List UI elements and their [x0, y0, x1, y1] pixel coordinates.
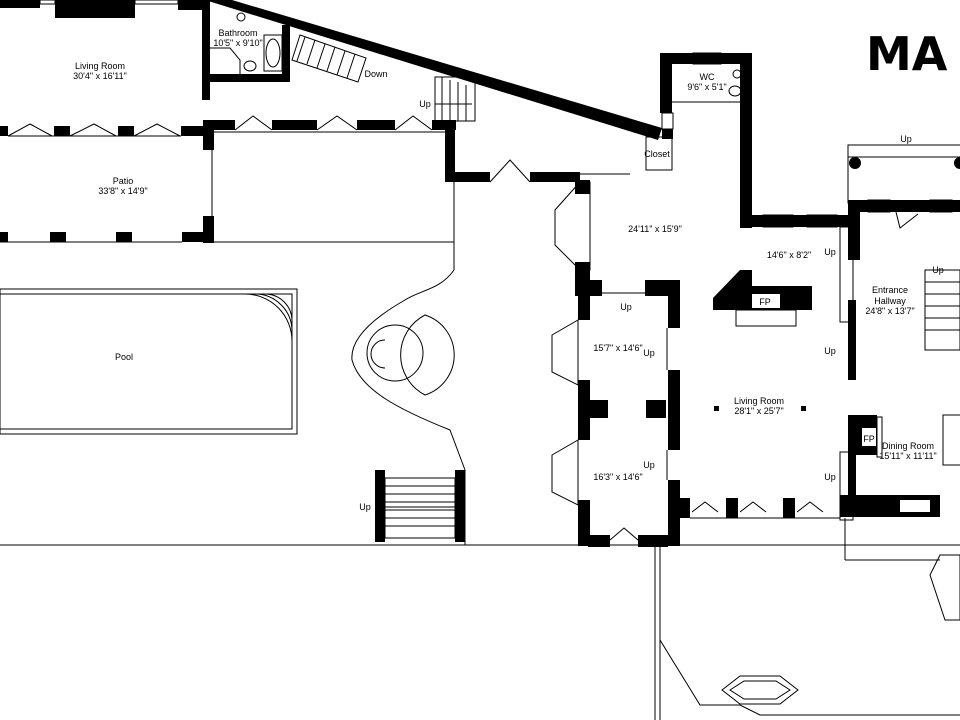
room-size-hall-north: 24'11" x 15'9" — [628, 224, 682, 234]
terrace — [0, 241, 960, 546]
terrace-stairs — [375, 470, 465, 542]
room-size-living-room-main: 28'1" x 25'7" — [734, 406, 783, 416]
room-name-closet: Closet — [644, 149, 670, 159]
room-size-hall-east: 14'6" x 8'2" — [767, 250, 811, 260]
stairs-down — [291, 34, 367, 83]
room-name-pool: Pool — [115, 352, 133, 362]
room-name-wc: WC — [700, 72, 715, 82]
stairs-up-label: Up — [643, 460, 655, 470]
room-name-patio: Patio — [113, 176, 134, 186]
corridor-walls — [205, 115, 630, 270]
stairs-up-label: Up — [900, 134, 912, 144]
room-size-patio: 33'8" x 14'9" — [98, 186, 147, 196]
room-size-dining: 15'11" x 11'11" — [879, 451, 936, 461]
stairs-up-label: Up — [824, 247, 836, 257]
stairs-down-label: Down — [364, 69, 387, 79]
fireplace-label: FP — [863, 434, 875, 444]
plan-title: MA — [866, 27, 948, 81]
pool — [0, 288, 298, 435]
room-size-west-upper: 15'7" x 14'6" — [593, 343, 642, 353]
stairs-up-label: Up — [824, 472, 836, 482]
diagonal-wall — [205, 0, 662, 140]
room-size-bathroom: 10'5" x 9'10" — [213, 38, 262, 48]
stairs-up-label: Up — [419, 99, 431, 109]
room-size-entrance: 24'8" x 13'7" — [865, 306, 914, 316]
entrance-walls — [844, 144, 960, 621]
room-size-west-lower: 16'3" x 14'6" — [593, 472, 642, 482]
room-name-dining: Dining Room — [882, 441, 934, 451]
room-name-bathroom: Bathroom — [218, 28, 257, 38]
bathroom-walls — [202, 0, 290, 100]
wc-walls — [645, 52, 752, 228]
stairs-up-label: Up — [620, 302, 632, 312]
room-name-living-room-west: Living Room — [75, 61, 125, 71]
stairs-up-label: Up — [643, 348, 655, 358]
room-name-entrance-line2: Hallway — [874, 296, 906, 306]
stairs-up-label: Up — [359, 502, 371, 512]
room-size-living-room-west: 30'4" x 16'11" — [73, 71, 127, 81]
room-size-wc: 9'6" x 5'1" — [687, 82, 726, 92]
west-wing-walls — [0, 0, 214, 243]
stairs-up-label: Up — [824, 346, 836, 356]
west-bay-rooms — [551, 180, 680, 547]
stairs-up-label: Up — [932, 265, 944, 275]
room-labels: FP Living Room 30'4" x 16'11" Bathroom 1… — [73, 8, 944, 512]
room-name-living-room-main: Living Room — [734, 396, 784, 406]
living-room-walls — [680, 200, 940, 521]
fireplace-label: FP — [759, 297, 771, 307]
stairs-up-corridor — [434, 76, 476, 122]
south-terrace — [654, 545, 960, 720]
fireplace-label: FP — [88, 8, 100, 18]
room-name-entrance-line1: Entrance — [872, 285, 908, 295]
